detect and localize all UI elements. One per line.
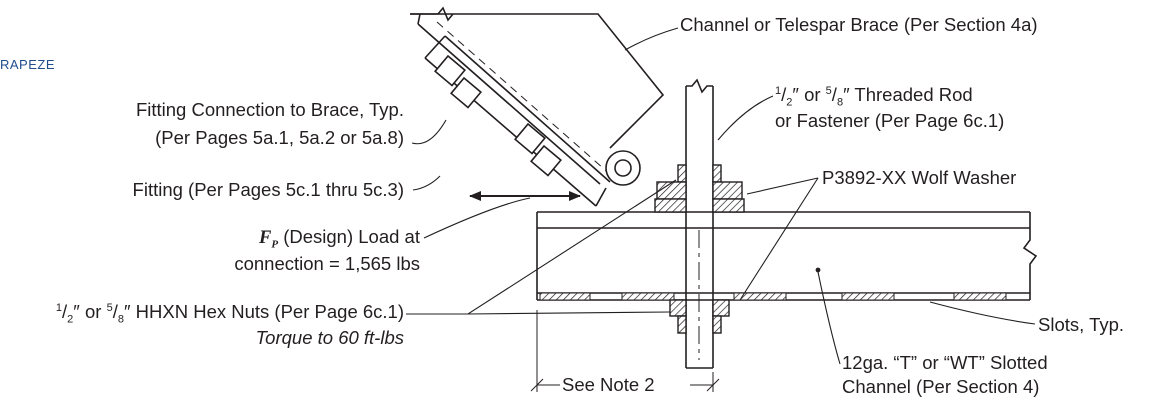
nuts-washers [654, 164, 745, 334]
label-load-line2: connection = 1,565 lbs [234, 253, 420, 274]
rod-fraction-den: 2 [786, 96, 793, 109]
rod-or: ″ or [792, 84, 826, 105]
label-see-note: See Note 2 [562, 374, 655, 395]
rod-fraction-den2: 8 [836, 96, 844, 109]
rod-fraction-num: 1 [775, 84, 782, 97]
rod-text: ″ Threaded Rod [843, 84, 973, 105]
load-symbol: F [259, 228, 272, 248]
nuts-fraction-den: 2 [67, 313, 74, 326]
nuts-fraction-den2: 8 [117, 313, 124, 326]
label-slots: Slots, Typ. [1038, 314, 1125, 335]
label-slotted-channel: 12ga. “T” or “WT” Slotted Channel (Per S… [842, 352, 1048, 398]
label-hex-nuts: 1/2″ or 5/8″ HHXN Hex Nuts (Per Page 6c.… [0, 301, 404, 349]
brace-channel [410, 6, 665, 207]
nuts-or: ″ or [73, 301, 107, 322]
label-fitting: Fitting (Per Pages 5c.1 thru 5c.3) [132, 179, 404, 200]
rod-fraction-num2: 5 [825, 84, 832, 97]
leaders [406, 27, 1036, 365]
label-hex-nuts-line1: 1/2″ or 5/8″ HHXN Hex Nuts (Per Page 6c.… [55, 301, 404, 326]
load-subscript: P [271, 238, 279, 251]
label-slotted-channel-line1: 12ga. “T” or “WT” Slotted [842, 352, 1048, 373]
breadcrumb[interactable]: RAPEZE [0, 57, 56, 72]
label-load-line1: FP (Design) Load at [0, 226, 420, 251]
nuts-text: ″ HHXN Hex Nuts (Per Page 6c.1) [123, 301, 404, 322]
label-threaded-rod-line1: 1/2″ or 5/8″ Threaded Rod [775, 84, 973, 109]
label-fitting-connection: Fitting Connection to Brace, Typ. (Per P… [0, 99, 404, 149]
label-washer: P3892-XX Wolf Washer [822, 167, 1017, 188]
nuts-fraction-num2: 5 [106, 301, 113, 314]
threaded-rod [685, 78, 714, 369]
label-torque: Torque to 60 ft-lbs [255, 327, 404, 348]
label-load: FP (Design) Load at connection = 1,565 l… [0, 226, 420, 275]
label-slotted-channel-line2: Channel (Per Section 4) [842, 376, 1040, 397]
label-brace: Channel or Telespar Brace (Per Section 4… [680, 14, 1038, 35]
label-fitting-connection-line2: (Per Pages 5a.1, 5a.2 or 5a.8) [155, 127, 404, 148]
label-threaded-rod-line2: or Fastener (Per Page 6c.1) [775, 110, 1005, 131]
dimension-note2 [530, 310, 720, 392]
slotted-channel [536, 211, 1038, 301]
label-threaded-rod: 1/2″ or 5/8″ Threaded Rod or Fastener (P… [775, 84, 1004, 132]
label-fitting-connection-line1: Fitting Connection to Brace, Typ. [135, 99, 404, 120]
nuts-fraction-num: 1 [55, 301, 63, 314]
load-text: (Design) Load at [283, 226, 420, 247]
